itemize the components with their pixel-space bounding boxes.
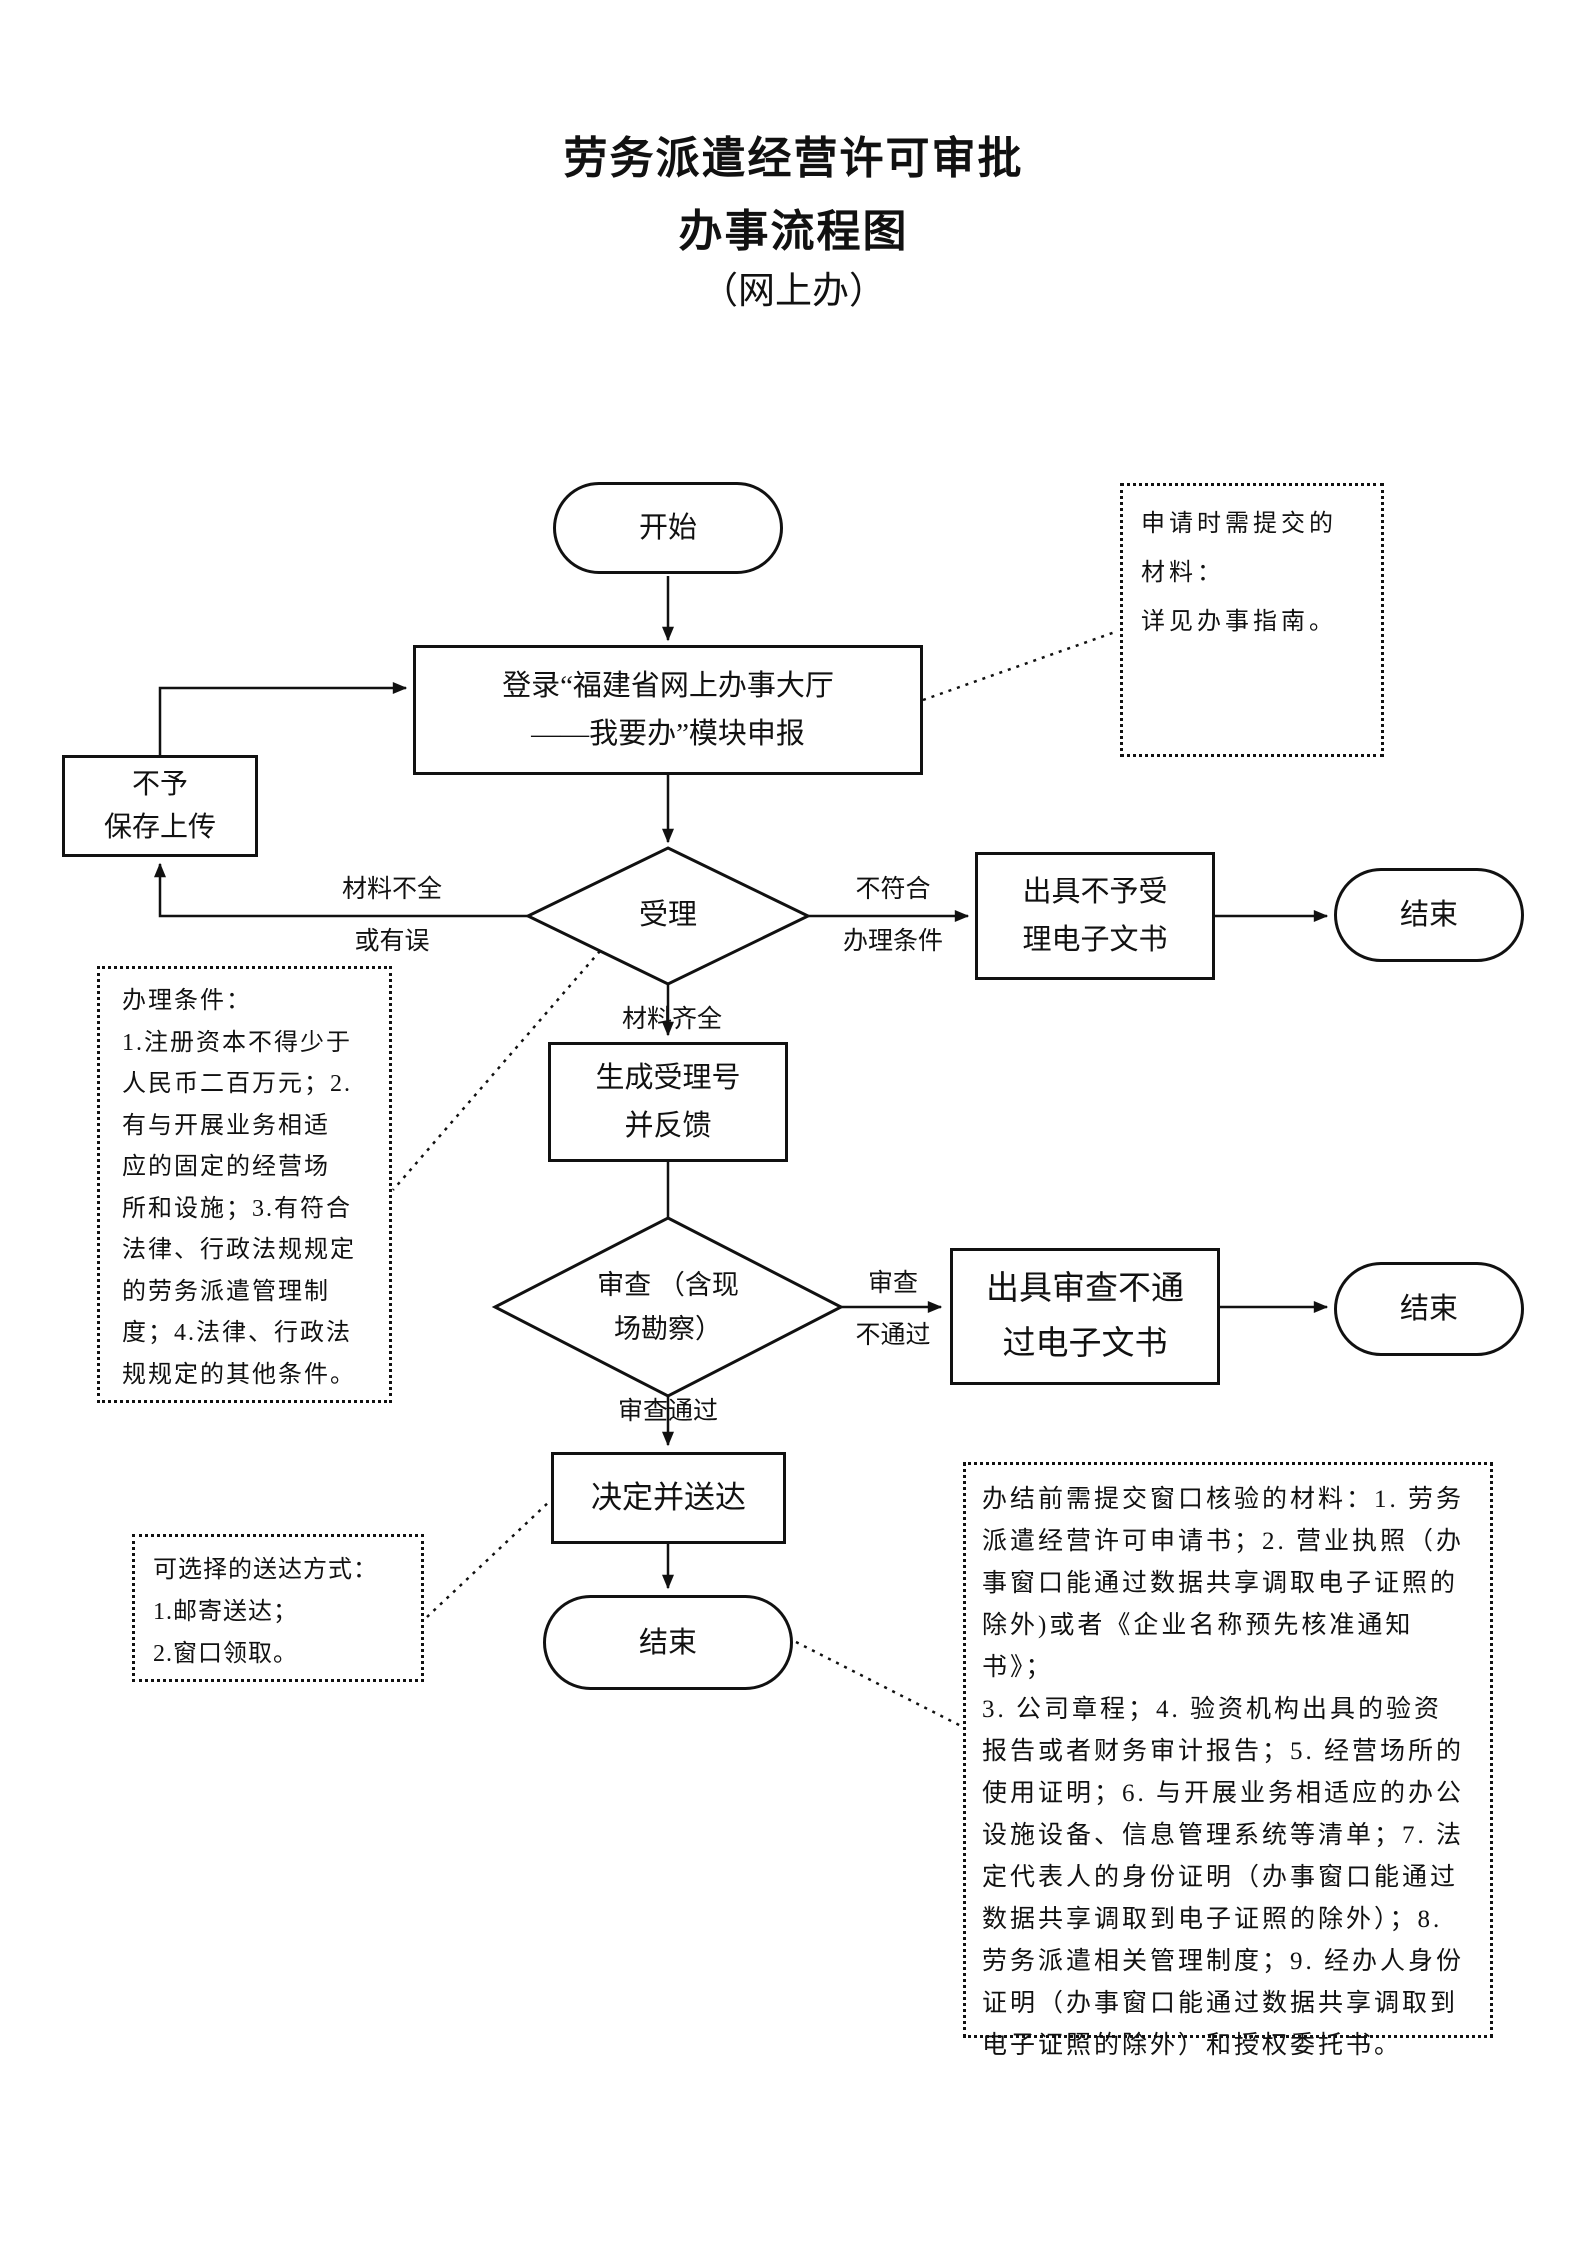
login-node: 登录“福建省网上办事大厅 ——我要办”模块申报 xyxy=(413,645,923,775)
page-subtitle: 办事流程图 xyxy=(678,207,909,256)
edge-label-review-pass: 审查通过 xyxy=(617,1398,719,1425)
page-subtitle-channel: （网上办） xyxy=(701,271,886,312)
note-application-materials: 申请时需提交的 材料： 详见办事指南。 xyxy=(1120,483,1384,757)
edge-label-not-qualified: 不符合 办理条件 xyxy=(842,876,944,955)
note-delivery-options: 可选择的送达方式： 1.邮寄送达； 2.窗口领取。 xyxy=(132,1534,424,1682)
decide-and-deliver-node: 决定并送达 xyxy=(551,1452,786,1544)
accept-diamond-label: 受理 xyxy=(638,899,697,932)
page-title: 劳务派遣经营许可审批 xyxy=(563,134,1024,183)
note-handling-conditions: 办理条件： 1.注册资本不得少于 人民币二百万元；2. 有与开展业务相适 应的固… xyxy=(97,966,392,1403)
edge-nosave-to-login xyxy=(158,682,408,755)
issue-review-fail-doc-node: 出具审查不通 过电子文书 xyxy=(950,1248,1220,1385)
edge-accept-to-nosave xyxy=(154,862,528,918)
dotted-login-to-materials-note xyxy=(922,629,1119,702)
end-node-3: 结束 xyxy=(543,1595,793,1690)
edge-label-materials-complete: 材料齐全 xyxy=(621,1006,723,1033)
edge-label-review-fail: 审查 不通过 xyxy=(855,1270,931,1349)
end-node-1: 结束 xyxy=(1334,868,1524,962)
dotted-delivery-note-to-decide xyxy=(426,1499,552,1618)
edge-label-materials-incomplete: 材料不全 或有误 xyxy=(341,876,443,955)
review-diamond-shape xyxy=(491,1216,845,1398)
end-node-2: 结束 xyxy=(1334,1262,1524,1356)
dotted-end3-to-window-materials-note xyxy=(795,1640,962,1728)
accept-diamond-shape xyxy=(524,846,812,986)
dotted-accept-to-conditions-note xyxy=(392,950,601,1191)
generate-acceptance-number-node: 生成受理号 并反馈 xyxy=(548,1042,788,1162)
note-window-verification-materials: 办结前需提交窗口核验的材料：1. 劳务 派遣经营许可申请书；2. 营业执照（办 … xyxy=(963,1462,1493,2059)
review-diamond-label: 审查 （含现 场勘察） xyxy=(597,1270,739,1344)
no-save-upload-node: 不予 保存上传 xyxy=(62,755,258,857)
start-node: 开始 xyxy=(553,482,783,574)
issue-rejection-doc-node: 出具不予受 理电子文书 xyxy=(975,852,1215,980)
